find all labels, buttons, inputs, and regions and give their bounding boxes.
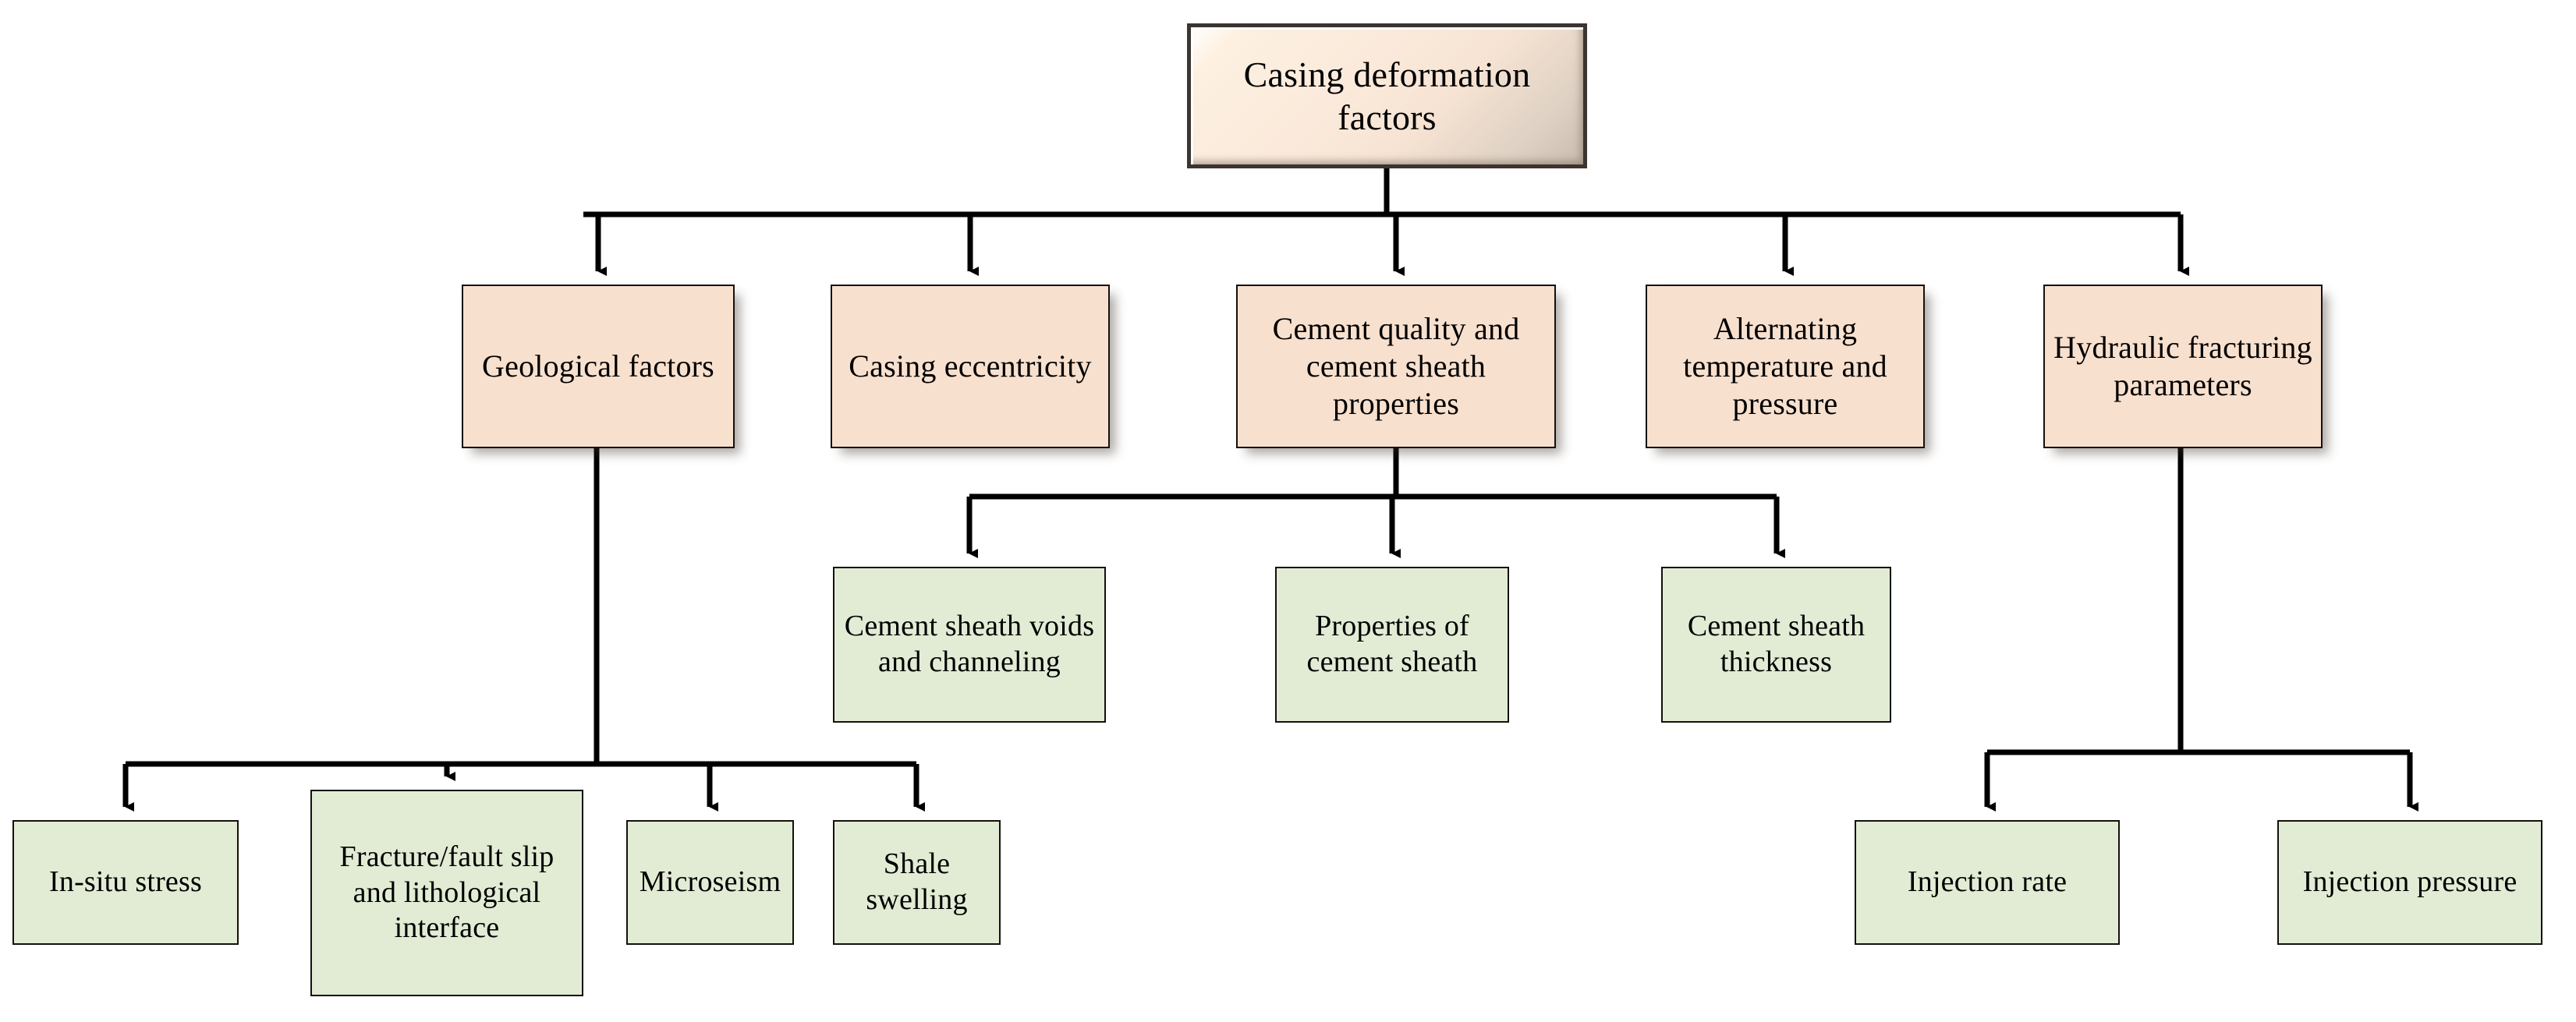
node-fracture-fault-slip-label: Fracture/fault slip and lithological int… bbox=[339, 840, 555, 945]
node-geological-factors-label: Geological factors bbox=[482, 348, 714, 384]
node-geological-factors[interactable]: Geological factors bbox=[462, 285, 735, 448]
node-alternating-temperature-pressure[interactable]: Alternating temperature and pressure bbox=[1646, 285, 1925, 448]
node-hydraulic-fracturing-parameters[interactable]: Hydraulic fracturing parameters bbox=[2043, 285, 2323, 448]
node-alternating-temperature-pressure-label: Alternating temperature and pressure bbox=[1683, 311, 1887, 421]
node-in-situ-stress-label: In-situ stress bbox=[49, 865, 202, 899]
node-cement-sheath-thickness[interactable]: Cement sheath thickness bbox=[1661, 567, 1891, 723]
node-root[interactable]: Casing deformation factors bbox=[1187, 23, 1587, 168]
node-cement-quality[interactable]: Cement quality and cement sheath propert… bbox=[1236, 285, 1556, 448]
node-microseism-label: Microseism bbox=[639, 865, 781, 899]
node-hydraulic-fracturing-parameters-label: Hydraulic fracturing parameters bbox=[2053, 330, 2312, 402]
node-injection-pressure-label: Injection pressure bbox=[2302, 865, 2518, 899]
node-microseism[interactable]: Microseism bbox=[626, 820, 794, 945]
node-cement-sheath-voids[interactable]: Cement sheath voids and channeling bbox=[833, 567, 1106, 723]
node-shale-swelling-label: Shale swelling bbox=[866, 847, 968, 916]
node-casing-eccentricity[interactable]: Casing eccentricity bbox=[831, 285, 1110, 448]
node-injection-rate[interactable]: Injection rate bbox=[1855, 820, 2120, 945]
node-cement-sheath-voids-label: Cement sheath voids and channeling bbox=[844, 610, 1095, 678]
node-injection-rate-label: Injection rate bbox=[1907, 865, 2068, 899]
node-properties-of-cement-sheath[interactable]: Properties of cement sheath bbox=[1275, 567, 1509, 723]
node-cement-sheath-thickness-label: Cement sheath thickness bbox=[1687, 610, 1866, 678]
node-root-label: Casing deformation factors bbox=[1243, 54, 1531, 137]
node-shale-swelling[interactable]: Shale swelling bbox=[833, 820, 1001, 945]
node-cement-quality-label: Cement quality and cement sheath propert… bbox=[1272, 311, 1520, 421]
node-fracture-fault-slip[interactable]: Fracture/fault slip and lithological int… bbox=[310, 790, 583, 996]
node-injection-pressure[interactable]: Injection pressure bbox=[2277, 820, 2542, 945]
node-properties-of-cement-sheath-label: Properties of cement sheath bbox=[1306, 610, 1478, 678]
node-casing-eccentricity-label: Casing eccentricity bbox=[849, 348, 1092, 384]
node-in-situ-stress[interactable]: In-situ stress bbox=[12, 820, 239, 945]
